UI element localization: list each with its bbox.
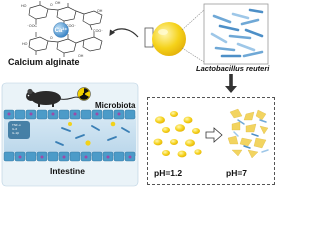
diagram-canvas: HO OH OH ⁻OOC COO⁻ COO⁻ HO OH O O Ca²⁺: [1, 1, 269, 187]
cytokine-label: TNF-α: [12, 123, 21, 127]
neutral-ph-label: pH=7: [226, 168, 248, 178]
intact-beads: [153, 111, 202, 158]
zoom-connector: [181, 9, 205, 31]
cytokine-label: IL-6: [12, 127, 18, 131]
bead-highlight: [158, 29, 168, 35]
epithelium-bottom: [3, 151, 136, 162]
oxygen-label: O: [50, 3, 53, 7]
carboxyl-label: COO⁻: [66, 24, 76, 28]
calcium-ion-label: Ca²⁺: [55, 27, 68, 34]
release-canvas: [153, 108, 269, 159]
zoom-connector: [181, 47, 205, 63]
calcium-ion-icon: [53, 22, 69, 38]
alginate-structure: [28, 1, 103, 57]
oxygen-label: O: [50, 36, 53, 40]
hydroxyl-label: OH: [97, 9, 103, 13]
hydroxyl-label: HO: [22, 42, 28, 46]
gut-microbes: [55, 125, 130, 146]
figure: HO OH OH ⁻OOC COO⁻ COO⁻ HO OH O O Ca²⁺: [1, 1, 269, 187]
gut-beads: [68, 121, 116, 146]
lactobacillus-cells: [210, 8, 264, 58]
intestine-label: Intestine: [50, 166, 85, 176]
cytokine-box: [8, 121, 30, 139]
radiation-icon: [77, 87, 91, 101]
released-bacteria: [233, 119, 269, 153]
acid-ph-label: pH=1.2: [154, 168, 183, 178]
microbiota-label: Microbiota: [95, 101, 136, 110]
carboxyl-label: COO⁻: [93, 29, 103, 33]
cell-nuclei: [7, 112, 132, 159]
release-panel: pH=1.2 pH=7: [147, 97, 275, 185]
capsule-cap: [144, 27, 154, 48]
alginate-bead-icon: [152, 22, 186, 56]
curved-arrow: [109, 28, 139, 38]
transition-arrow-icon: [205, 127, 223, 143]
lactobacillus-label: Lactobacillus reuteri: [196, 64, 270, 73]
mouse-icon: [26, 88, 81, 107]
hydroxyl-label: HO: [21, 4, 27, 8]
carboxyl-label: ⁻OOC: [27, 24, 37, 28]
cytokine-label: IL-1β: [12, 131, 19, 135]
hydroxyl-label: OH: [55, 1, 61, 5]
degraded-beads: [227, 108, 269, 159]
down-arrow-head: [225, 86, 237, 93]
calcium-alginate-label: Calcium alginate: [8, 57, 80, 67]
hydroxyl-label: OH: [78, 54, 84, 58]
